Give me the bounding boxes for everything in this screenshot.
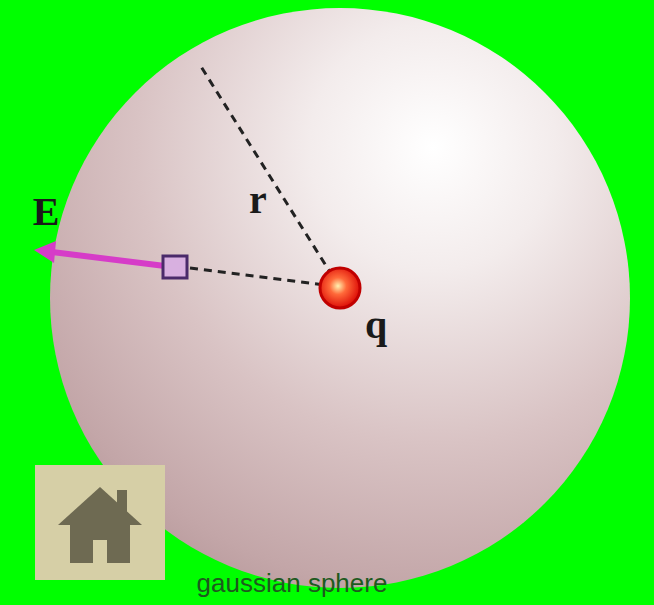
field-arrowhead xyxy=(34,241,56,263)
home-button xyxy=(35,465,165,580)
radius-label: r xyxy=(249,180,267,220)
field-label: E xyxy=(33,192,60,232)
home-door xyxy=(93,540,107,563)
point-charge xyxy=(320,268,360,308)
charge-label: q xyxy=(365,305,387,345)
radius-line xyxy=(200,65,340,288)
field-vector xyxy=(52,252,165,266)
field-point xyxy=(163,256,187,278)
home-roof xyxy=(58,487,142,525)
caption-label: gaussian sphere xyxy=(197,570,388,596)
home-chimney xyxy=(117,490,127,512)
field-point-line xyxy=(190,268,325,285)
home-walls xyxy=(70,525,130,563)
